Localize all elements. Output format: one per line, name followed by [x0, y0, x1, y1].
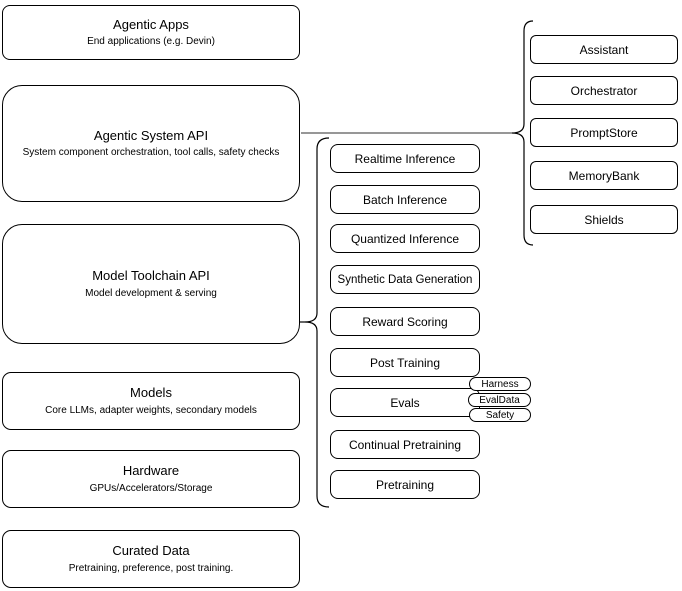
node-title: Model Toolchain API: [92, 268, 210, 284]
node-models: Models Core LLMs, adapter weights, secon…: [2, 372, 300, 430]
node-title: Agentic Apps: [113, 16, 189, 32]
chip-batch-inference: Batch Inference: [330, 185, 480, 214]
node-title: Curated Data: [112, 543, 190, 559]
pill-harness: Harness: [469, 377, 531, 391]
chip-continual-pretraining: Continual Pretraining: [330, 430, 480, 459]
chip-pretraining: Pretraining: [330, 470, 480, 499]
node-subtitle: End applications (e.g. Devin): [87, 36, 215, 48]
chip-memorybank: MemoryBank: [530, 161, 678, 190]
chip-post-training: Post Training: [330, 348, 480, 377]
chip-shields: Shields: [530, 205, 678, 234]
node-hardware: Hardware GPUs/Accelerators/Storage: [2, 450, 300, 508]
chip-promptstore: PromptStore: [530, 118, 678, 147]
chip-reward-scoring: Reward Scoring: [330, 307, 480, 336]
node-title: Agentic System API: [93, 127, 209, 143]
node-subtitle: Pretraining, preference, post training.: [68, 562, 234, 574]
chip-assistant: Assistant: [530, 35, 678, 64]
node-curated-data: Curated Data Pretraining, preference, po…: [2, 530, 300, 588]
chip-synthetic-data-generation: Synthetic Data Generation: [330, 265, 480, 294]
node-title: Models: [130, 385, 172, 401]
pill-evaldata: EvalData: [468, 393, 531, 407]
node-model-toolchain-api: Model Toolchain API Model development & …: [2, 224, 300, 344]
node-subtitle: Core LLMs, adapter weights, secondary mo…: [45, 404, 257, 416]
pill-safety: Safety: [469, 408, 531, 422]
node-agentic-apps: Agentic Apps End applications (e.g. Devi…: [2, 5, 300, 60]
node-subtitle: Model development & serving: [85, 287, 217, 299]
node-agentic-system-api: Agentic System API System component orch…: [2, 85, 300, 202]
chip-quantized-inference: Quantized Inference: [330, 224, 480, 253]
middle-column-brace: [304, 137, 330, 508]
node-title: Hardware: [122, 463, 180, 479]
chip-evals: Evals: [330, 388, 480, 417]
node-subtitle: System component orchestration, tool cal…: [22, 147, 280, 159]
node-subtitle: GPUs/Accelerators/Storage: [89, 482, 213, 494]
chip-orchestrator: Orchestrator: [530, 76, 678, 105]
chip-realtime-inference: Realtime Inference: [330, 144, 480, 173]
